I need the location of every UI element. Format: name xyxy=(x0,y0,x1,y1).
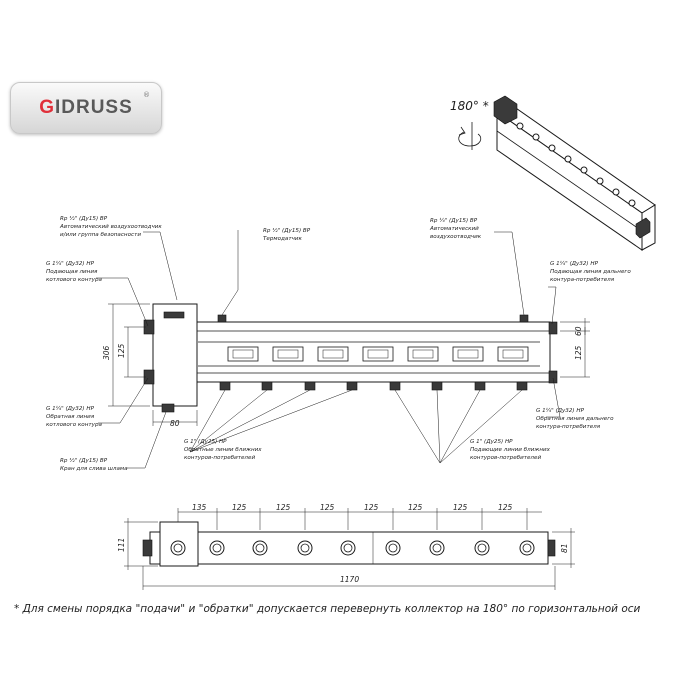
svg-text:125: 125 xyxy=(276,503,291,512)
svg-text:125: 125 xyxy=(498,503,513,512)
thermo-port xyxy=(217,314,227,323)
isometric-view: 180° * xyxy=(450,95,656,251)
svg-text:и/или группа безопасности: и/или группа безопасности xyxy=(60,232,141,238)
rotate-arrow-icon xyxy=(458,122,482,150)
svg-text:контуров-потребителей: контуров-потребителей xyxy=(470,455,541,461)
svg-text:Кран для слива шлама: Кран для слива шлама xyxy=(60,466,128,472)
air-vent-port xyxy=(519,314,529,323)
footnote: * Для смены порядка "подачи" и "обратки"… xyxy=(14,603,641,615)
circuit-modules xyxy=(198,341,540,367)
callout-top-right: Rp ¼" (Ду15) ВР Автоматический воздухоот… xyxy=(429,218,482,240)
svg-text:Автоматический воздухоотводчик: Автоматический воздухоотводчик xyxy=(59,224,162,230)
svg-text:Обратная линия: Обратная линия xyxy=(46,414,95,420)
svg-text:125: 125 xyxy=(232,503,247,512)
svg-text:котлового контура: котлового контура xyxy=(46,422,102,428)
front-view: 306 125 80 60 125 Rp ½" (Ду15) ВР Автома… xyxy=(46,215,631,472)
hydraulic-separator xyxy=(152,303,198,407)
callout-right-return: G 1¼" (Ду32) НР Обратная линия дальнего … xyxy=(536,408,614,430)
svg-text:G 1¼" (Ду32) НР: G 1¼" (Ду32) НР xyxy=(536,408,585,414)
svg-text:воздухоотводчик: воздухоотводчик xyxy=(430,234,482,240)
dim-plan-height: 111 xyxy=(117,538,126,552)
dim-right-top: 60 xyxy=(574,326,583,336)
svg-text:G 1" (Ду25) НР: G 1" (Ду25) НР xyxy=(184,439,227,445)
svg-text:контуров-потребителей: контуров-потребителей xyxy=(184,455,255,461)
svg-text:Rp ½" (Ду15) ВР: Rp ½" (Ду15) ВР xyxy=(263,227,311,234)
callout-left-return: G 1¼" (Ду32) НР Обратная линия котлового… xyxy=(46,406,102,428)
far-return-port xyxy=(548,370,558,384)
svg-text:G 1¼" (Ду32) НР: G 1¼" (Ду32) НР xyxy=(46,406,95,412)
dim-plan-length: 1170 xyxy=(340,575,359,584)
callout-bottom-right: G 1" (Ду25) НР Подающие линии ближних ко… xyxy=(470,439,551,461)
svg-text:135: 135 xyxy=(192,503,207,512)
rotation-label: 180° * xyxy=(450,99,489,113)
svg-text:Обратная линия дальнего: Обратная линия дальнего xyxy=(536,416,614,422)
svg-text:Подающая линия дальнего: Подающая линия дальнего xyxy=(550,269,631,275)
callout-top-mid: Rp ½" (Ду15) ВР Термодатчик xyxy=(263,227,311,242)
callout-top-left: Rp ½" (Ду15) ВР Автоматический воздухоот… xyxy=(59,215,162,238)
dim-right-axis: 125 xyxy=(574,345,583,360)
plan-ports xyxy=(170,540,535,556)
callout-bottom-left: G 1" (Ду25) НР Обратные линии ближних ко… xyxy=(184,439,262,461)
svg-text:Обратные линии ближних: Обратные линии ближних xyxy=(184,447,262,453)
svg-text:контура-потребителя: контура-потребителя xyxy=(536,424,601,430)
svg-text:контура-потребителя: контура-потребителя xyxy=(550,277,615,283)
svg-text:Автоматический: Автоматический xyxy=(429,226,479,232)
bottom-outlets xyxy=(219,381,528,391)
plan-view: 135 125 125 125 125 125 125 125 111 xyxy=(117,503,575,590)
brand-logo-registered-mark: ® xyxy=(143,91,150,99)
dim-front-height: 306 xyxy=(102,345,111,360)
drain-port xyxy=(161,403,175,413)
svg-text:125: 125 xyxy=(320,503,335,512)
callout-left-drain: Rp ½" (Ду15) ВР Кран для слива шлама xyxy=(60,457,128,472)
svg-text:125: 125 xyxy=(408,503,423,512)
isometric-collector xyxy=(493,95,656,251)
callout-right-supply: G 1¼" (Ду32) НР Подающая линия дальнего … xyxy=(550,261,631,283)
svg-text:G 1¼" (Ду32) НР: G 1¼" (Ду32) НР xyxy=(46,261,95,267)
svg-text:Rp ¼" (Ду15) ВР: Rp ¼" (Ду15) ВР xyxy=(430,218,478,224)
svg-text:G 1¼" (Ду32) НР: G 1¼" (Ду32) НР xyxy=(550,261,599,267)
dim-plan-depth: 81 xyxy=(560,543,569,553)
svg-text:котлового контура: котлового контура xyxy=(46,277,102,283)
svg-text:Rp ½" (Ду15) ВР: Rp ½" (Ду15) ВР xyxy=(60,215,108,222)
svg-text:Rp ½" (Ду15) ВР: Rp ½" (Ду15) ВР xyxy=(60,457,108,464)
leader-lines xyxy=(96,230,561,469)
dim-front-axis: 125 xyxy=(117,343,126,358)
svg-text:Подающие линии ближних: Подающие линии ближних xyxy=(470,447,551,453)
svg-text:G 1" (Ду25) НР: G 1" (Ду25) НР xyxy=(470,439,513,445)
plan-spacing-labels: 135 125 125 125 125 125 125 125 xyxy=(192,503,513,512)
svg-text:Термодатчик: Термодатчик xyxy=(263,236,303,242)
svg-text:125: 125 xyxy=(364,503,379,512)
svg-text:125: 125 xyxy=(453,503,468,512)
brand-logo: GIDRUSS ® xyxy=(10,82,162,134)
brand-logo-text: GIDRUSS xyxy=(39,97,133,118)
dim-front-sep: 80 xyxy=(170,419,180,428)
callout-left-supply: G 1¼" (Ду32) НР Подающая линия котлового… xyxy=(46,261,102,283)
svg-text:Подающая линия: Подающая линия xyxy=(46,269,98,275)
far-supply-port xyxy=(548,321,558,335)
